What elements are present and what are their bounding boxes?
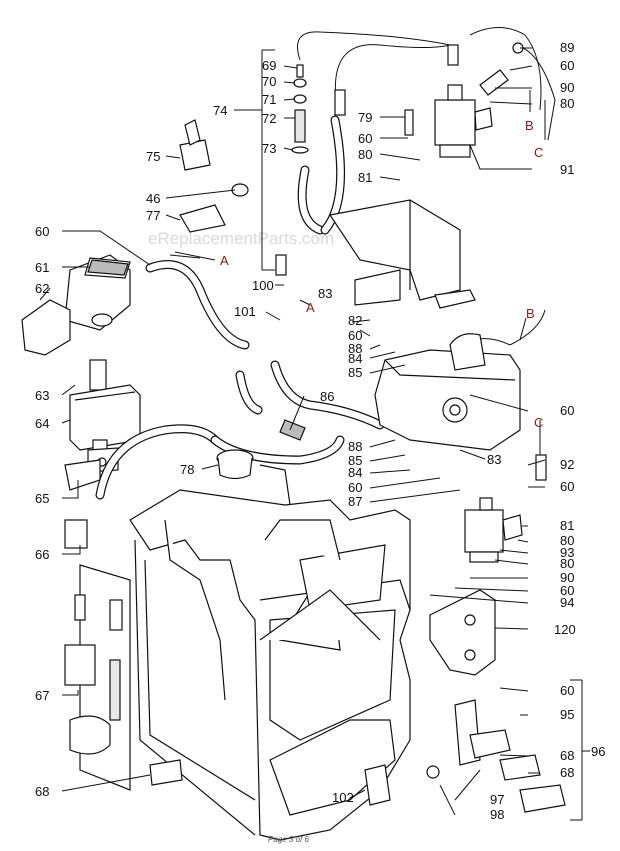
- page-footer: Page 3 of 6: [268, 835, 309, 844]
- callout-81-b: 81: [560, 518, 574, 533]
- callout-100: 100: [252, 278, 274, 293]
- connector-c-top: C: [534, 145, 543, 160]
- callout-101: 101: [234, 304, 256, 319]
- callout-68-bottom-left: 68: [35, 784, 49, 799]
- callout-71: 71: [262, 92, 276, 107]
- callout-93: 93: [560, 545, 574, 560]
- callout-73: 73: [262, 141, 276, 156]
- watermark-text: eReplacementParts.com: [148, 229, 334, 248]
- callout-90-b: 90: [560, 570, 574, 585]
- fitting-stack: [275, 44, 547, 481]
- callout-81-a: 81: [358, 170, 372, 185]
- callout-90-a: 90: [560, 80, 574, 95]
- callout-60-b: 60: [358, 131, 372, 146]
- callout-69: 69: [262, 58, 276, 73]
- filter-86: [279, 419, 306, 441]
- callout-65: 65: [35, 491, 49, 506]
- callout-66: 66: [35, 547, 49, 562]
- callout-83-bottom: 83: [487, 452, 501, 467]
- callout-80-a: 80: [358, 147, 372, 162]
- switch-assembly: [426, 699, 566, 813]
- callout-84-a: 84: [348, 351, 362, 366]
- callout-75: 75: [146, 149, 160, 164]
- hose-frame: [328, 199, 476, 309]
- callout-60-g: 60: [560, 479, 574, 494]
- callout-72: 72: [262, 111, 276, 126]
- callout-91: 91: [560, 162, 574, 177]
- callout-77: 77: [146, 208, 160, 223]
- callout-102: 102: [332, 790, 354, 805]
- callout-85-a: 85: [348, 365, 362, 380]
- callout-60-i: 60: [560, 683, 574, 698]
- callout-95: 95: [560, 707, 574, 722]
- small-parts: [64, 119, 391, 806]
- callout-98: 98: [490, 807, 504, 822]
- callout-87: 87: [348, 494, 362, 509]
- callout-60-left: 60: [35, 224, 49, 239]
- callout-60-e: 60: [348, 480, 362, 495]
- thermoblock: [374, 333, 521, 451]
- valve-bracket: [429, 589, 496, 676]
- hoses: [95, 115, 385, 500]
- callout-84-b: 84: [348, 465, 362, 480]
- callout-80-b: 80: [560, 96, 574, 111]
- flowmeter-bracket: [21, 254, 131, 356]
- main-housing: [129, 464, 411, 841]
- callout-94: 94: [560, 595, 574, 610]
- callout-79: 79: [358, 110, 372, 125]
- connector-a-left: A: [220, 253, 229, 268]
- callout-85-b: 85: [348, 453, 362, 468]
- callout-83-top: 83: [318, 286, 332, 301]
- callout-86: 86: [320, 389, 334, 404]
- callout-68-right-a: 68: [560, 748, 574, 763]
- callout-78: 78: [180, 462, 194, 477]
- callout-88-a: 88: [348, 341, 362, 356]
- leader-lines: [39, 47, 590, 821]
- connector-b-top: B: [525, 118, 534, 133]
- callout-80-c: 80: [560, 533, 574, 548]
- circuit-board: [64, 564, 131, 791]
- callout-labels: 69 70 71 72 73 74 75 46 77 60 61 62 63 6…: [35, 40, 605, 822]
- callout-61: 61: [35, 260, 49, 275]
- callout-68-right-b: 68: [560, 765, 574, 780]
- callout-92: 92: [560, 457, 574, 472]
- callout-46: 46: [146, 191, 160, 206]
- callout-97: 97: [490, 792, 504, 807]
- callout-60-d: 60: [348, 328, 362, 343]
- callout-88-b: 88: [348, 439, 362, 454]
- callout-70: 70: [262, 74, 276, 89]
- pump: [69, 359, 141, 473]
- connector-b-right: B: [526, 306, 535, 321]
- callout-120: 120: [554, 622, 576, 637]
- callout-80-d: 80: [560, 556, 574, 571]
- connector-c-right: C: [534, 415, 543, 430]
- connector-a-middle: A: [306, 300, 315, 315]
- valve-78: [216, 449, 254, 480]
- callout-67: 67: [35, 688, 49, 703]
- callout-62: 62: [35, 281, 49, 296]
- callout-60-c: 60: [560, 58, 574, 73]
- callout-63: 63: [35, 388, 49, 403]
- solenoid-valve-top: [434, 42, 524, 158]
- solenoid-valve-lower: [464, 497, 523, 563]
- callout-96: 96: [591, 744, 605, 759]
- callout-74: 74: [213, 103, 227, 118]
- callout-64: 64: [35, 416, 49, 431]
- callout-60-h: 60: [560, 583, 574, 598]
- callout-89: 89: [560, 40, 574, 55]
- callout-60-f: 60: [560, 403, 574, 418]
- callout-82: 82: [348, 313, 362, 328]
